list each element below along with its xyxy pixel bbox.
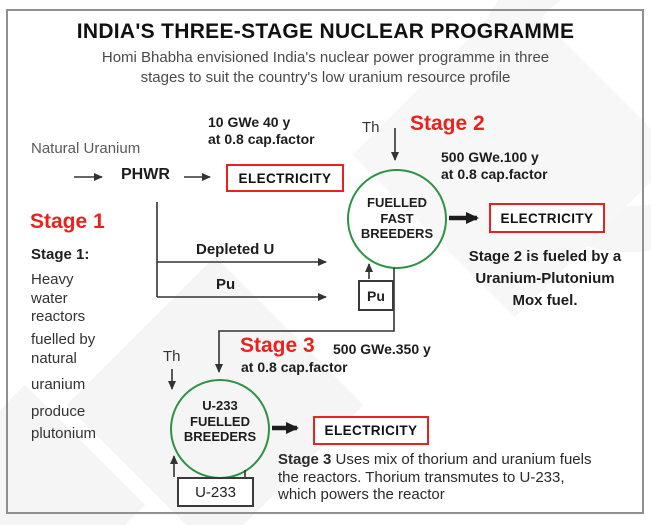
subtitle-line2: stages to suit the country's low uranium… — [140, 69, 511, 86]
stage3-header: Stage 3 — [240, 334, 315, 357]
pu-flow-label: Pu — [216, 276, 236, 293]
stage2-note-line1: Stage 2 is fueled by a — [468, 248, 622, 265]
stage1-header: Stage 1 — [30, 210, 105, 233]
connector-stage2-to-stage3 — [215, 268, 395, 373]
subtitle-line1: Homi Bhabha envisioned India's nuclear p… — [101, 49, 550, 66]
stage3-note-bold: Stage 3 — [278, 451, 332, 468]
electricity-box-stage1: ELECTRICITY — [226, 164, 344, 192]
stage3-note-rest: Uses mix of thorium and uranium fuels th… — [278, 451, 592, 503]
page-title: INDIA'S THREE-STAGE NUCLEAR PROGRAMME — [76, 20, 575, 43]
stage1-capacity-line2: at 0.8 cap.factor — [208, 131, 315, 147]
stage3-capacity-inline: 500 GWe.350 y — [333, 341, 431, 357]
th-label-stage3: Th — [163, 348, 181, 365]
fast-breeders-line3: BREEDERS — [360, 226, 434, 241]
stage1-desc-line: plutonium — [31, 425, 97, 442]
u233-box: U-233 — [177, 477, 254, 507]
stage1-desc-heading: Stage 1: — [31, 246, 90, 263]
stage2-capacity-line2: at 0.8 cap.factor — [441, 166, 548, 182]
stage2-capacity-line1: 500 GWe.100 y — [441, 149, 539, 165]
stage2-note: Stage 2 is fueled by a Uranium-Plutonium… — [452, 246, 638, 312]
u233-breeders-line2: FUELLED — [190, 413, 250, 429]
stage3-capacity-line2: at 0.8 cap.factor — [241, 359, 348, 375]
depleted-u-label: Depleted U — [196, 241, 275, 258]
u233-breeders-circle-label: U-233 FUELLED BREEDERS — [170, 398, 270, 445]
phwr-node: PHWR — [121, 166, 170, 183]
stage1-desc-line: natural — [31, 350, 77, 367]
u233-breeders-line1: U-233 — [202, 398, 238, 413]
fast-breeders-circle-label: FUELLED FAST BREEDERS — [347, 195, 447, 242]
stage1-desc-line: uranium — [31, 376, 86, 393]
fast-breeders-circle — [347, 169, 447, 269]
electricity-box-stage2: ELECTRICITY — [489, 203, 605, 233]
stage2-header: Stage 2 — [410, 112, 485, 135]
th-label-stage2: Th — [362, 119, 380, 136]
stage2-note-line3: Mox fuel. — [512, 292, 578, 309]
fast-breeders-line1: FUELLED — [367, 195, 427, 210]
u233-breeders-line3: BREEDERS — [183, 429, 257, 444]
stage1-capacity-line1: 10 GWe 40 y — [208, 114, 291, 130]
electricity-box-stage3: ELECTRICITY — [313, 416, 429, 445]
stage1-desc-line: water — [31, 290, 68, 307]
pu-box: Pu — [358, 280, 394, 311]
outer-border — [6, 9, 644, 514]
stage1-desc-line: fuelled by — [31, 331, 96, 348]
stage3-note: Stage 3 Uses mix of thorium and uranium … — [278, 451, 606, 504]
stage1-desc-line: produce — [31, 403, 86, 420]
stage2-note-line2: Uranium-Plutonium — [475, 270, 615, 287]
fast-breeders-line2: FAST — [380, 210, 414, 226]
stage1-desc-line: Heavy — [31, 271, 74, 288]
stage1-desc-line: reactors — [31, 308, 86, 325]
natural-uranium-label: Natural Uranium — [31, 140, 141, 157]
